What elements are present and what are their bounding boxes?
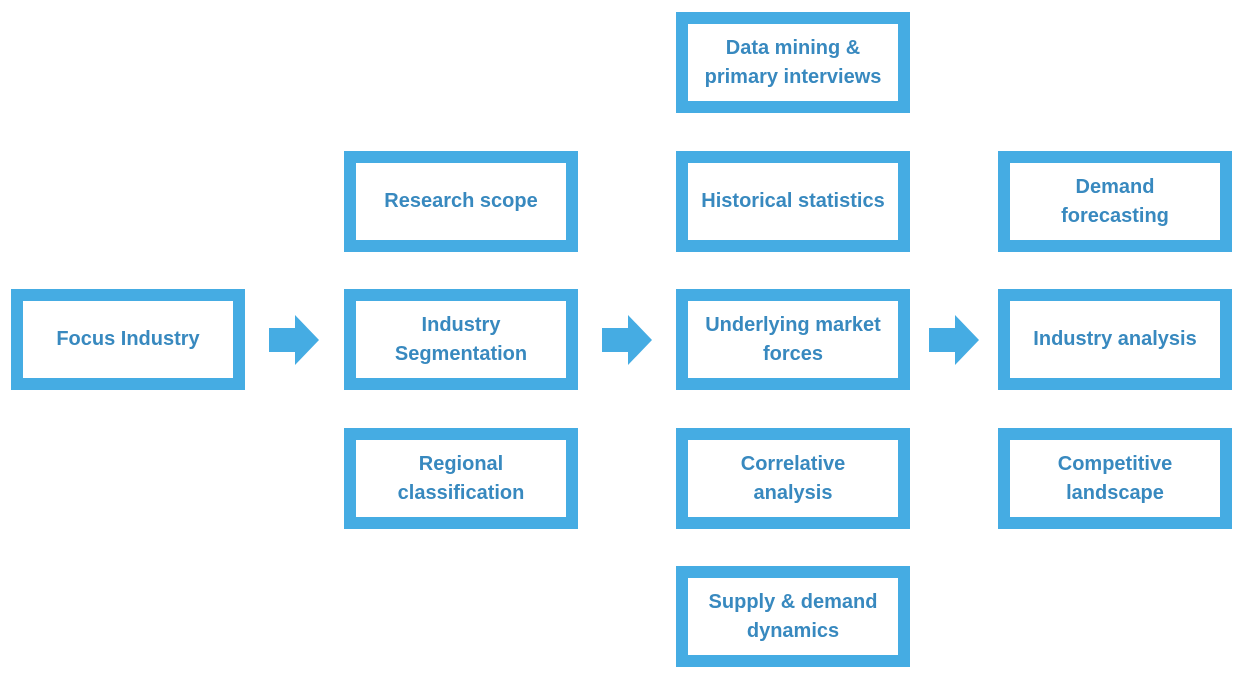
industry-analysis-label: Industry analysis	[1033, 328, 1197, 350]
historical-statistics-label: Historical statistics	[701, 190, 885, 212]
data-mining-label: Data mining & primary interviews	[704, 36, 882, 88]
demand-forecasting-label: Demand forecasting	[1061, 175, 1169, 227]
historical-statistics-box: Historical statistics	[676, 151, 910, 252]
underlying-market-forces-label: Underlying market forces	[705, 313, 881, 365]
underlying-market-forces-box: Underlying market forces	[676, 289, 910, 390]
correlative-analysis-box: Correlative analysis	[676, 428, 910, 529]
demand-forecasting-box: Demand forecasting	[998, 151, 1232, 252]
competitive-landscape-box: Competitive landscape	[998, 428, 1232, 529]
industry-segmentation-box: Industry Segmentation	[344, 289, 578, 390]
competitive-landscape-label: Competitive landscape	[1057, 452, 1173, 504]
research-scope-label: Research scope	[384, 190, 538, 212]
focus-industry-label: Focus Industry	[56, 328, 200, 350]
right-arrow-icon	[269, 315, 319, 365]
data-mining-box: Data mining & primary interviews	[676, 12, 910, 113]
industry-analysis-box: Industry analysis	[998, 289, 1232, 390]
industry-segmentation-label: Industry Segmentation	[394, 313, 528, 365]
regional-classification-box: Regional classification	[344, 428, 578, 529]
supply-demand-dynamics-box: Supply & demand dynamics	[676, 566, 910, 667]
supply-demand-dynamics-label: Supply & demand dynamics	[708, 590, 878, 642]
research-scope-box: Research scope	[344, 151, 578, 252]
correlative-analysis-label: Correlative analysis	[740, 452, 846, 504]
right-arrow-icon	[929, 315, 979, 365]
regional-classification-label: Regional classification	[397, 452, 525, 504]
right-arrow-icon	[602, 315, 652, 365]
focus-industry-box: Focus Industry	[11, 289, 245, 390]
